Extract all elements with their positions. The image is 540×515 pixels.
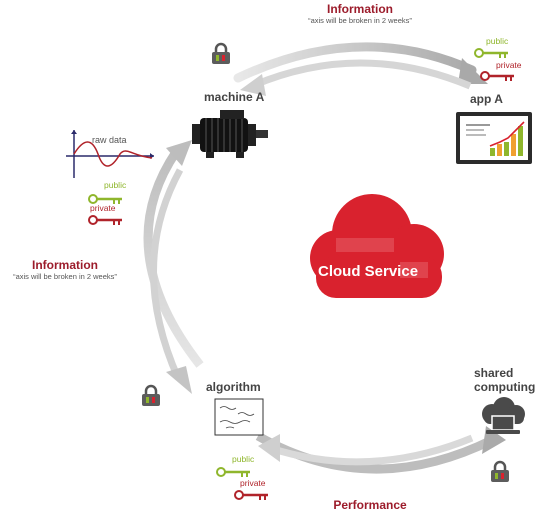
private-key-icon bbox=[88, 215, 122, 225]
shared-label-line1: shared bbox=[474, 366, 514, 380]
document-icon bbox=[214, 398, 264, 436]
private-key-icon bbox=[480, 71, 514, 81]
public-key-label: public bbox=[486, 36, 509, 46]
private-key-label: private bbox=[90, 203, 116, 213]
left-arrow-up bbox=[143, 149, 204, 368]
dashboard-icon bbox=[456, 112, 532, 164]
bottom-arrow-left bbox=[268, 434, 474, 466]
lock-icon bbox=[142, 384, 160, 406]
raw-data-label: raw data bbox=[92, 135, 127, 145]
public-key-icon bbox=[474, 48, 508, 58]
top-arrow-right bbox=[233, 42, 477, 83]
machine-label: machine A bbox=[204, 90, 265, 104]
shared-label-line2: computing bbox=[474, 380, 536, 394]
top-flow-title: Information bbox=[327, 2, 393, 16]
private-key-label: private bbox=[240, 478, 266, 488]
public-key-label: public bbox=[232, 454, 255, 464]
algorithm-label: algorithm bbox=[206, 380, 261, 394]
cloud-laptop-icon bbox=[482, 397, 525, 434]
motor-icon bbox=[192, 110, 268, 158]
left-flow-note: “axis will be broken in 2 weeks” bbox=[13, 272, 117, 281]
public-key-icon bbox=[88, 194, 122, 204]
raw-data-icon bbox=[66, 130, 154, 178]
public-key-label: public bbox=[104, 180, 127, 190]
left-arrow-down bbox=[150, 168, 184, 380]
cloud-label: Cloud Service bbox=[318, 263, 419, 280]
bottom-flow-title: Performance bbox=[333, 498, 407, 512]
lock-icon bbox=[491, 460, 509, 482]
private-key-icon bbox=[234, 490, 268, 500]
left-flow-title: Information bbox=[32, 258, 98, 272]
cloud-icon bbox=[310, 194, 444, 298]
top-arrow-left bbox=[250, 59, 472, 90]
public-key-icon bbox=[216, 467, 250, 477]
private-key-label: private bbox=[496, 60, 522, 70]
lock-icon bbox=[212, 42, 230, 64]
top-flow-note: “axis will be broken in 2 weeks” bbox=[308, 16, 412, 25]
app-label: app A bbox=[470, 92, 503, 106]
